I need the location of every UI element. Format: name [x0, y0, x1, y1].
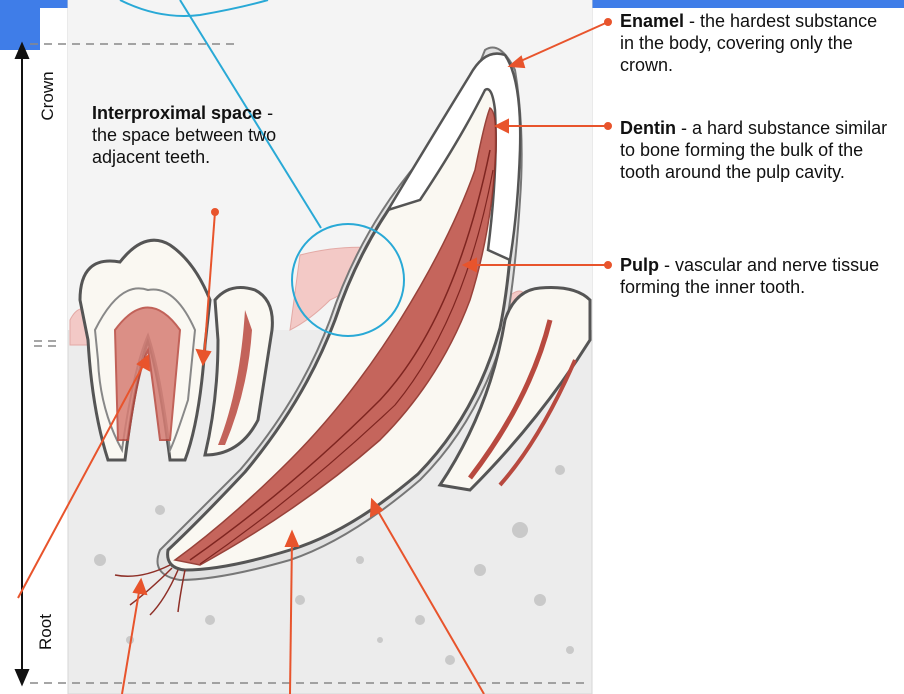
enamel-term: Enamel [620, 11, 684, 31]
dentin-term: Dentin [620, 118, 676, 138]
pulp-label: Pulp - vascular and nerve tissue forming… [620, 254, 895, 298]
pulp-description: - vascular and nerve tissue forming the … [620, 255, 879, 297]
enamel-label: Enamel - the hardest substance in the bo… [620, 10, 890, 76]
crown-axis-label: Crown [38, 70, 58, 122]
dentin-label: Dentin - a hard substance similar to bon… [620, 117, 895, 183]
interproximal-term: Interproximal space [92, 103, 262, 123]
pulp-term: Pulp [620, 255, 659, 275]
interproximal-label: Interproximal space - the space between … [92, 102, 297, 168]
root-axis-label: Root [36, 612, 56, 652]
measure-axis [16, 44, 28, 684]
